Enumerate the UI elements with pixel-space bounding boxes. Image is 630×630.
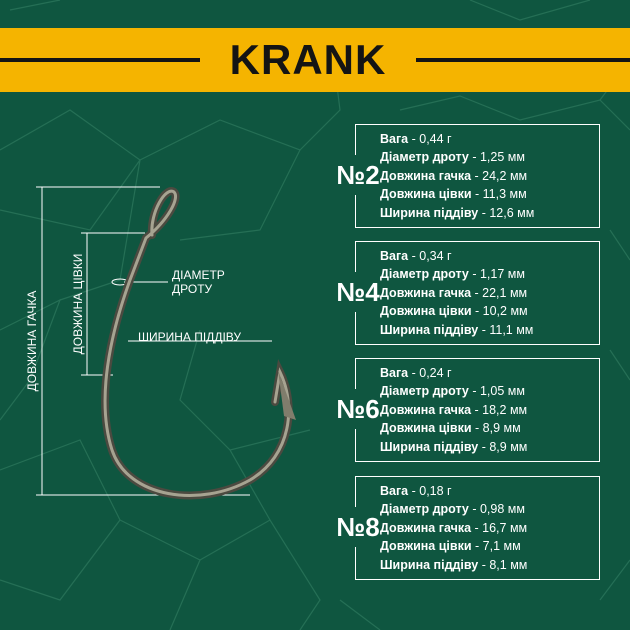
spec-row-hook-length: Довжина гачка - 24,2 мм [380, 168, 528, 183]
spec-row-shank-length: Довжина цівки - 8,9 мм [380, 421, 521, 436]
spec-key: Вага [380, 366, 409, 380]
spec-value: 8,9 мм [489, 439, 528, 454]
spec-value: 16,7 мм [482, 520, 528, 535]
spec-key: Ширина піддіву [380, 439, 479, 454]
spec-value: 7,1 мм [482, 539, 521, 554]
spec-row-gap-width: Ширина піддіву - 11,1 мм [380, 322, 534, 337]
spec-value: 0,44 г [419, 132, 452, 146]
spec-key: Вага [380, 249, 409, 263]
spec-key: Довжина гачка [380, 168, 472, 183]
spec-value: 11,1 мм [489, 322, 534, 337]
spec-row-wire-diameter: Діаметр дроту - 0,98 мм [380, 502, 525, 517]
wire-diameter-label: Діаметр дроту [172, 268, 225, 296]
spec-value: 8,1 мм [489, 557, 528, 572]
spec-key: Діаметр дроту [380, 267, 469, 282]
size-number: №2 [332, 155, 384, 195]
spec-value: 1,25 мм [479, 150, 525, 165]
spec-box-size-6: №6 Вага - 0,24 г Діаметр дроту - 1,05 мм… [332, 358, 600, 462]
spec-key: Довжина цівки [380, 421, 472, 436]
size-number: №4 [332, 272, 384, 312]
spec-value: 12,6 мм [489, 205, 535, 220]
spec-key: Діаметр дроту [380, 150, 469, 165]
spec-row-gap-width: Ширина піддіву - 8,1 мм [380, 557, 528, 572]
spec-key: Довжина цівки [380, 304, 472, 319]
spec-key: Ширина піддіву [380, 557, 479, 572]
hook-length-label: Довжина гачка [25, 290, 39, 392]
spec-key: Діаметр дроту [380, 502, 469, 517]
banner-line-left [0, 58, 200, 62]
spec-row-gap-width: Ширина піддіву - 8,9 мм [380, 439, 528, 454]
spec-row-wire-diameter: Діаметр дроту - 1,25 мм [380, 150, 525, 165]
spec-key: Довжина гачка [380, 520, 472, 535]
spec-key: Вага [380, 484, 409, 498]
spec-value: 24,2 мм [482, 168, 528, 183]
size-number: №8 [332, 507, 384, 547]
spec-value: 1,05 мм [479, 384, 525, 399]
wire-diameter-label-line1: Діаметр [172, 268, 225, 282]
spec-row-wire-diameter: Діаметр дроту - 1,17 мм [380, 267, 525, 282]
size-number: №6 [332, 389, 384, 429]
spec-value: 1,17 мм [479, 267, 525, 282]
spec-value: 0,18 г [419, 484, 452, 498]
spec-box-size-4: №4 Вага - 0,34 г Діаметр дроту - 1,17 мм… [332, 241, 600, 345]
spec-row-gap-width: Ширина піддіву - 12,6 мм [380, 205, 535, 220]
spec-value: 22,1 мм [482, 285, 528, 300]
shank-length-label: Довжина цівки [71, 253, 85, 355]
wire-diameter-label-line2: дроту [172, 282, 213, 296]
spec-row-hook-length: Довжина гачка - 16,7 мм [380, 520, 528, 535]
spec-row-hook-length: Довжина гачка - 22,1 мм [380, 285, 528, 300]
spec-row-weight: Вага - 0,18 г [380, 484, 452, 498]
gap-width-label: Ширина піддіву [138, 330, 242, 344]
banner-line-right [416, 58, 630, 62]
spec-row-shank-length: Довжина цівки - 10,2 мм [380, 304, 528, 319]
spec-row-weight: Вага - 0,34 г [380, 249, 452, 263]
spec-row-shank-length: Довжина цівки - 11,3 мм [380, 187, 527, 202]
spec-key: Ширина піддіву [380, 205, 479, 220]
spec-row-hook-length: Довжина гачка - 18,2 мм [380, 402, 528, 417]
hook-diagram: Довжина гачка Довжина цівки Діаметр дрот… [0, 120, 330, 540]
spec-key: Діаметр дроту [380, 384, 469, 399]
spec-row-weight: Вага - 0,24 г [380, 366, 452, 380]
spec-key: Вага [380, 132, 409, 146]
spec-key: Довжина гачка [380, 402, 472, 417]
spec-value: 18,2 мм [482, 402, 528, 417]
spec-key: Ширина піддіву [380, 322, 479, 337]
spec-row-weight: Вага - 0,44 г [380, 132, 452, 146]
spec-value: 0,24 г [419, 366, 452, 380]
spec-box-size-8: №8 Вага - 0,18 г Діаметр дроту - 0,98 мм… [332, 476, 600, 580]
spec-key: Довжина цівки [380, 187, 472, 202]
brand-title: KRANK [229, 36, 387, 83]
title-banner: KRANK [0, 28, 630, 92]
spec-row-shank-length: Довжина цівки - 7,1 мм [380, 539, 521, 554]
spec-value: 8,9 мм [482, 421, 521, 436]
spec-value: 0,34 г [419, 249, 452, 263]
spec-key: Довжина цівки [380, 539, 472, 554]
fishing-hook-icon [36, 186, 296, 500]
spec-row-wire-diameter: Діаметр дроту - 1,05 мм [380, 384, 525, 399]
spec-value: 10,2 мм [482, 304, 528, 319]
spec-value: 11,3 мм [482, 187, 527, 202]
spec-key: Довжина гачка [380, 285, 472, 300]
spec-value: 0,98 мм [479, 502, 525, 517]
spec-box-size-2: №2 Вага - 0,44 г Діаметр дроту - 1,25 мм… [332, 124, 600, 228]
